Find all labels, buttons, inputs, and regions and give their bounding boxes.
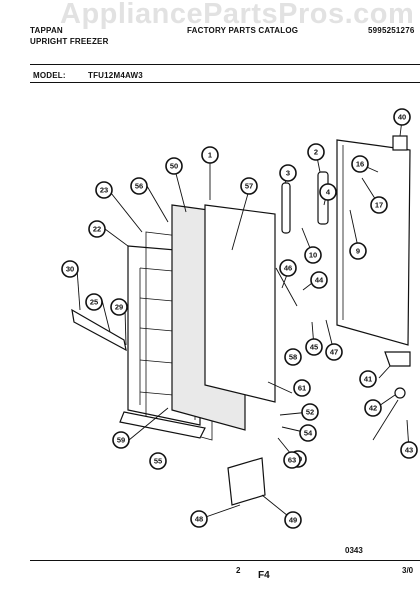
- callout-63b: 63: [283, 451, 301, 469]
- svg-text:10: 10: [309, 251, 317, 260]
- callout-61: 61: [293, 379, 311, 397]
- svg-text:4: 4: [326, 188, 331, 197]
- svg-text:52: 52: [306, 408, 314, 417]
- callout-9: 9: [349, 242, 367, 260]
- header-rule-top: [30, 64, 420, 65]
- callout-58: 58: [284, 348, 302, 366]
- brand-name: TAPPAN: [30, 26, 63, 35]
- svg-text:22: 22: [93, 225, 101, 234]
- model-label: MODEL:: [33, 71, 66, 80]
- callout-17: 17: [370, 196, 388, 214]
- callout-23: 23: [95, 181, 113, 199]
- model-number: TFU12M4AW3: [88, 71, 143, 80]
- callout-25: 25: [85, 293, 103, 311]
- svg-text:58: 58: [289, 353, 297, 362]
- svg-text:46: 46: [284, 264, 292, 273]
- callout-22: 22: [88, 220, 106, 238]
- svg-text:23: 23: [100, 186, 108, 195]
- svg-text:56: 56: [135, 182, 143, 191]
- svg-text:54: 54: [304, 429, 313, 438]
- svg-text:42: 42: [369, 404, 377, 413]
- product-type: UPRIGHT FREEZER: [30, 37, 109, 46]
- page-label: F4: [258, 570, 270, 581]
- svg-text:43: 43: [405, 446, 413, 455]
- callout-4: 4: [319, 183, 337, 201]
- callout-2: 2: [307, 143, 325, 161]
- door-bottom-trim: [119, 411, 206, 439]
- svg-text:61: 61: [298, 384, 306, 393]
- callout-1: 1: [201, 146, 219, 164]
- svg-text:41: 41: [364, 375, 372, 384]
- callout-49: 49: [284, 511, 302, 529]
- svg-text:9: 9: [356, 247, 360, 256]
- document-number: 5995251276: [368, 26, 415, 35]
- svg-text:25: 25: [90, 298, 98, 307]
- svg-text:44: 44: [315, 276, 324, 285]
- shelf-rail: [71, 308, 127, 352]
- callout-56: 56: [130, 177, 148, 195]
- outer-door-panel: [336, 139, 411, 346]
- callout-45: 45: [305, 338, 323, 356]
- callout-48: 48: [190, 510, 208, 528]
- callout-55: 55: [149, 452, 167, 470]
- callout-43: 43: [400, 441, 418, 459]
- svg-text:3: 3: [286, 169, 290, 178]
- callout-29: 29: [110, 298, 128, 316]
- watermark-text: AppliancePartsPros.com: [60, 0, 415, 30]
- svg-text:29: 29: [115, 303, 123, 312]
- top-hinge-pin: [392, 135, 408, 151]
- callout-57: 57: [240, 177, 258, 195]
- callout-47: 47: [325, 343, 343, 361]
- svg-text:45: 45: [310, 343, 318, 352]
- svg-text:50: 50: [170, 162, 178, 171]
- bottom-hinge: [384, 351, 411, 399]
- callout-52: 52: [301, 403, 319, 421]
- callout-10: 10: [304, 246, 322, 264]
- svg-text:59: 59: [117, 436, 125, 445]
- svg-text:49: 49: [289, 516, 297, 525]
- svg-text:30: 30: [66, 265, 74, 274]
- callout-16: 16: [351, 155, 369, 173]
- callout-54: 54: [299, 424, 317, 442]
- svg-text:47: 47: [330, 348, 338, 357]
- svg-text:57: 57: [245, 182, 253, 191]
- diagram-code: 0343: [345, 546, 363, 555]
- callout-59: 59: [112, 431, 130, 449]
- page-number-left: 2: [236, 566, 241, 575]
- svg-text:55: 55: [154, 457, 162, 466]
- callout-50: 50: [165, 157, 183, 175]
- callout-44: 44: [310, 271, 328, 289]
- catalog-title: FACTORY PARTS CATALOG: [187, 26, 299, 35]
- insulation-panel: [171, 204, 276, 431]
- svg-text:16: 16: [356, 160, 364, 169]
- footer-rule: [30, 560, 420, 561]
- svg-text:17: 17: [375, 201, 383, 210]
- callout-46: 46: [279, 259, 297, 277]
- callout-41: 41: [359, 370, 377, 388]
- callout-40: 40: [393, 108, 411, 126]
- callout-3: 3: [279, 164, 297, 182]
- toe-grille: [227, 457, 266, 506]
- svg-text:40: 40: [398, 113, 406, 122]
- svg-text:1: 1: [208, 151, 212, 160]
- callout-42: 42: [364, 399, 382, 417]
- svg-text:48: 48: [195, 515, 203, 524]
- svg-text:63: 63: [288, 456, 296, 465]
- callout-30: 30: [61, 260, 79, 278]
- header-rule-bottom: [30, 82, 420, 83]
- svg-text:2: 2: [314, 148, 318, 157]
- page-number-right: 3/0: [402, 566, 414, 575]
